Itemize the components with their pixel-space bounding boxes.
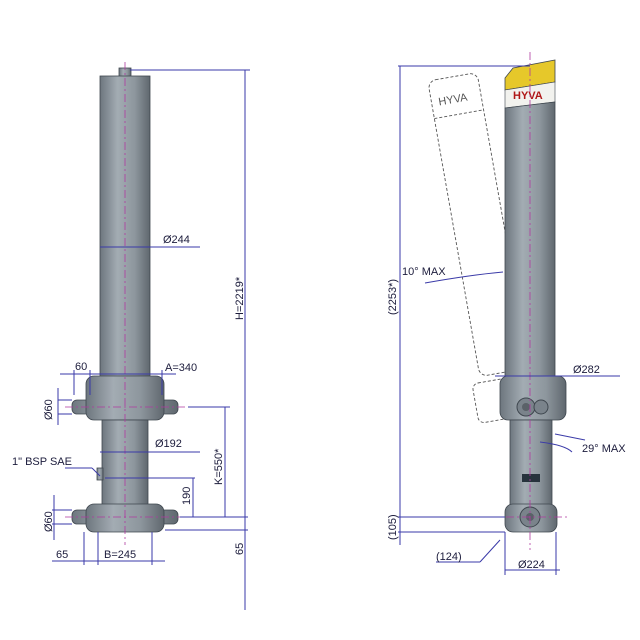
- tube-diameter-label: Ø244: [163, 234, 190, 246]
- k-label: K=550*: [213, 448, 225, 485]
- base-label: (105): [387, 514, 399, 540]
- inner-stage: [509, 419, 553, 509]
- bottom-diameter-label: Ø224: [518, 559, 545, 571]
- b-label: B=245: [104, 549, 136, 561]
- ghost-logo-text: HYVA: [438, 91, 469, 108]
- tilt-label: 10° MAX: [402, 266, 446, 278]
- top-pin-diameter-label: Ø60: [43, 399, 55, 420]
- stage-diameter-label: Ø192: [155, 438, 182, 450]
- left-cylinder: [65, 62, 190, 545]
- port-label: 1" BSP SAE: [12, 456, 72, 468]
- swing-label: 29° MAX: [582, 443, 626, 455]
- base-height-label: 65: [234, 543, 246, 555]
- port-height-label: 190: [181, 487, 193, 505]
- bottom-pin-diameter-label: Ø60: [43, 511, 55, 532]
- height-label: H=2219*: [234, 276, 246, 320]
- pin-offset-label: 60: [75, 361, 87, 373]
- collar-diameter-label: Ø282: [573, 364, 600, 376]
- right-dimensions: (2253*) 10° MAX Ø282 29° MAX (105) (124)…: [387, 65, 626, 575]
- offset-label: (124): [436, 551, 462, 563]
- port-fitting: [96, 467, 104, 481]
- port-plate: [522, 474, 540, 482]
- height-label: (2253*): [387, 279, 399, 315]
- bottom-offset-label: 65: [56, 549, 68, 561]
- a-label: A=340: [165, 362, 197, 374]
- right-cylinder: HYVA: [490, 52, 570, 550]
- brand-logo: HYVA: [513, 90, 543, 102]
- left-dimensions: Ø244 H=2219* 60 A=340 Ø60 Ø192 1" BSP SA…: [12, 69, 250, 610]
